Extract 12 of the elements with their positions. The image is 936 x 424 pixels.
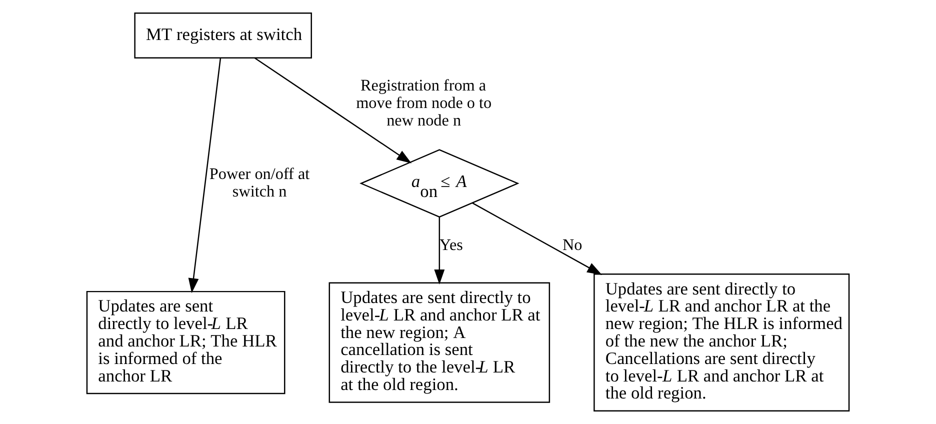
edge-label: Power on/off at switch n [209, 166, 310, 200]
arrow [188, 58, 222, 294]
edge-label: Yes [439, 236, 463, 254]
arrow [254, 57, 412, 164]
node-box: MT registers at switch [134, 12, 312, 58]
node-box: Updates are sent directly to level-L LR and anchor LR at the new region; A cancellation is sent directly to the level-L LR at the old region. [328, 282, 550, 403]
arrow [472, 202, 602, 275]
node-box: Updates are sent directly to level-L LR and anchor LR; The HLR is informed of the anchor LR [86, 290, 286, 394]
arrow [434, 217, 445, 284]
edge-label: No [562, 236, 582, 254]
edge-label: Registration from a move from node o to new node n [356, 78, 492, 130]
node-box: Updates are sent directly to level-L LR and anchor LR at the new region; The HLR is informed of the new the anchor LR; Cancellations are sent directly to level-L LR and anchor LR at the old region. [594, 274, 850, 412]
